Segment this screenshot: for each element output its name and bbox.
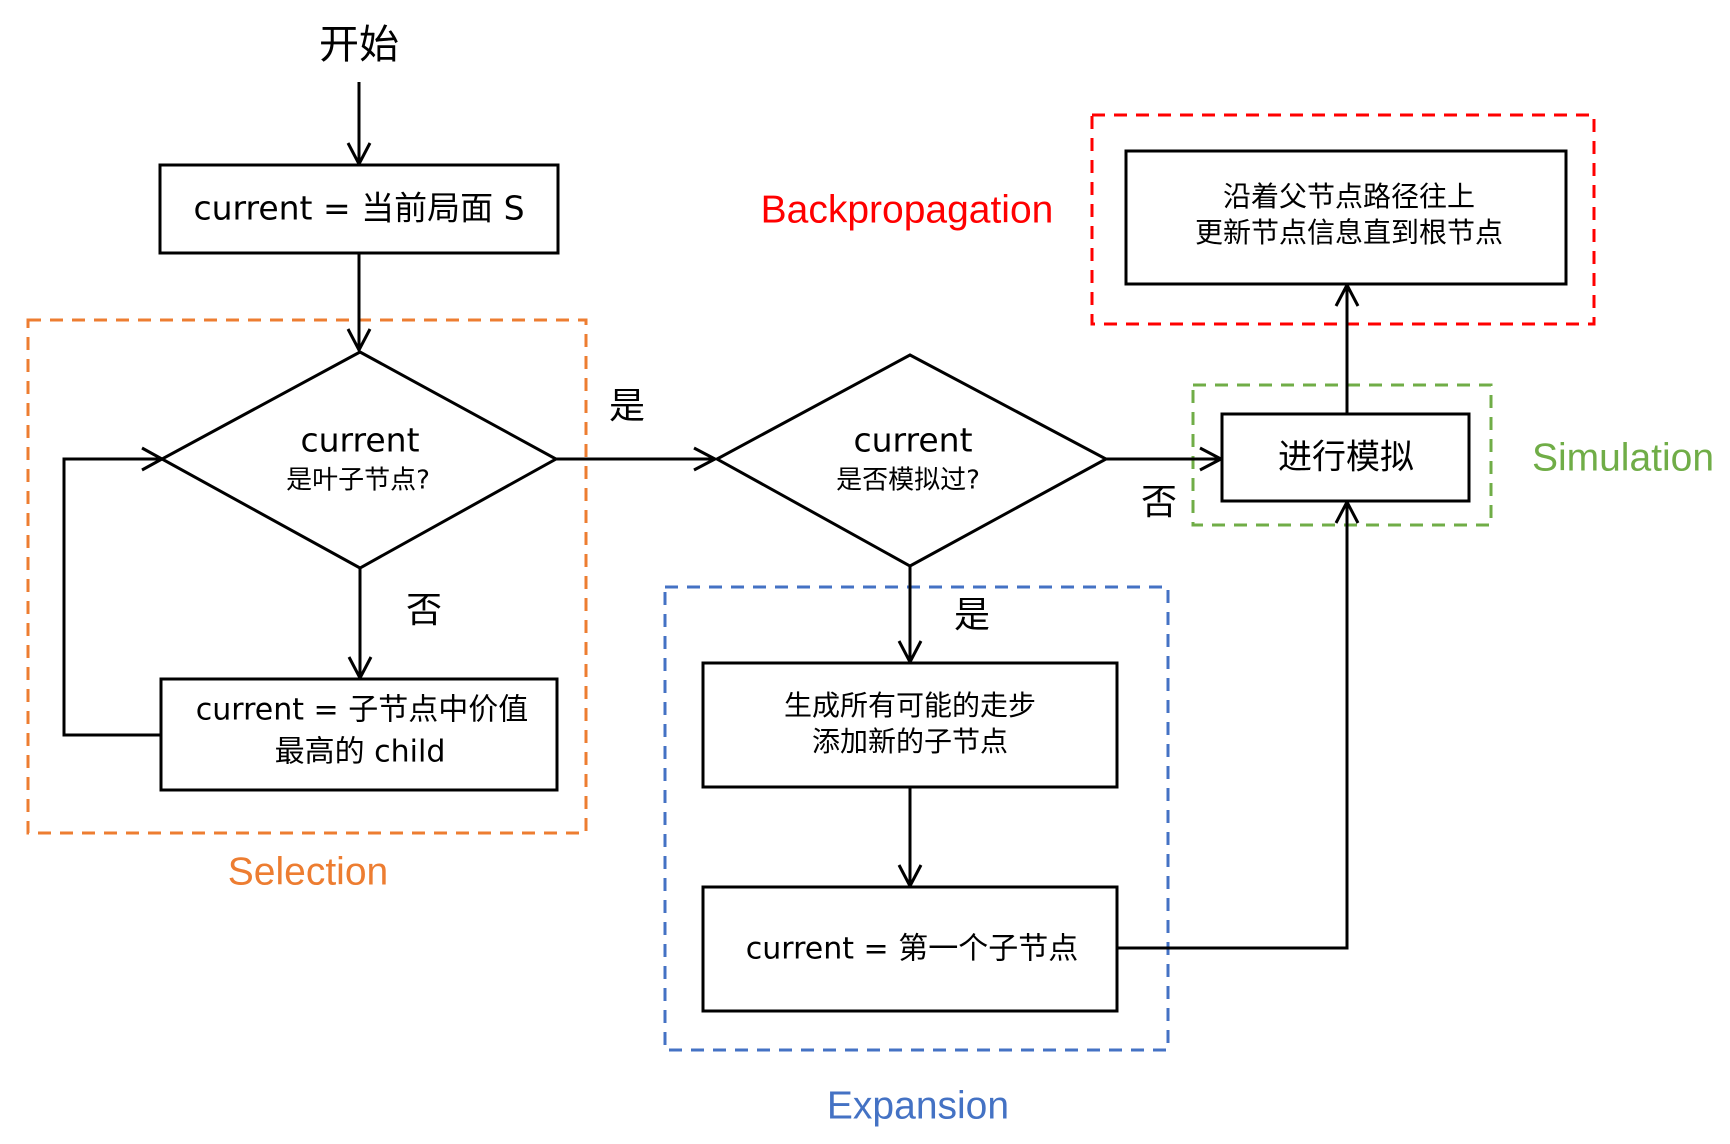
- arrowhead-icon: [141, 446, 166, 472]
- node-simulated: current 是否模拟过?: [713, 353, 1110, 568]
- node-init-text: current = 当前局面 S: [193, 189, 524, 228]
- node-is-leaf: current 是叶子节点?: [158, 350, 560, 570]
- node-simulated-line2: 是否模拟过?: [836, 466, 980, 496]
- node-is-leaf-line1: current: [300, 421, 419, 460]
- node-init: current = 当前局面 S: [158, 163, 560, 255]
- edge-label-sim-no: 否: [1141, 482, 1177, 523]
- node-backprop: 沿着父节点路径往上 更新节点信息直到根节点: [1124, 149, 1568, 286]
- phase-label-backpropagation: Backpropagation: [761, 188, 1054, 231]
- node-expand: 生成所有可能的走步 添加新的子节点: [701, 661, 1119, 789]
- node-backprop-line1: 沿着父节点路径往上: [1223, 180, 1475, 213]
- selection-group-box: [26, 318, 588, 835]
- phase-label-simulation: Simulation: [1532, 436, 1714, 479]
- node-simulate-text: 进行模拟: [1278, 438, 1414, 478]
- edge-label-leaf-yes: 是: [609, 386, 645, 427]
- edge-label-sim-yes: 是: [954, 595, 990, 636]
- node-select-child-line2: 最高的 child: [275, 735, 446, 770]
- node-backprop-line2: 更新节点信息直到根节点: [1195, 216, 1503, 249]
- node-is-leaf-line2: 是叶子节点?: [286, 466, 430, 496]
- node-select-child-line1: current = 子节点中价值: [196, 693, 528, 728]
- node-simulated-line1: current: [853, 421, 972, 460]
- edge-loop-back: [62, 457, 161, 737]
- expansion-group-box: [663, 585, 1170, 1052]
- edge-firstchild-simulate: [1117, 502, 1349, 950]
- arrowhead-icon: [346, 328, 372, 354]
- node-first-child: current = 第一个子节点: [701, 885, 1119, 1013]
- node-expand-line2: 添加新的子节点: [812, 725, 1008, 758]
- node-expand-line1: 生成所有可能的走步: [784, 689, 1036, 722]
- phase-label-expansion: Expansion: [827, 1084, 1009, 1127]
- node-simulate: 进行模拟: [1220, 412, 1471, 503]
- backpropagation-group-box: [1090, 113, 1596, 326]
- node-first-child-text: current = 第一个子节点: [746, 932, 1078, 967]
- node-select-child: current = 子节点中价值 最高的 child: [159, 677, 559, 792]
- start-label: 开始: [319, 22, 399, 68]
- edge-label-leaf-no: 否: [406, 590, 442, 631]
- phase-label-selection: Selection: [228, 850, 388, 893]
